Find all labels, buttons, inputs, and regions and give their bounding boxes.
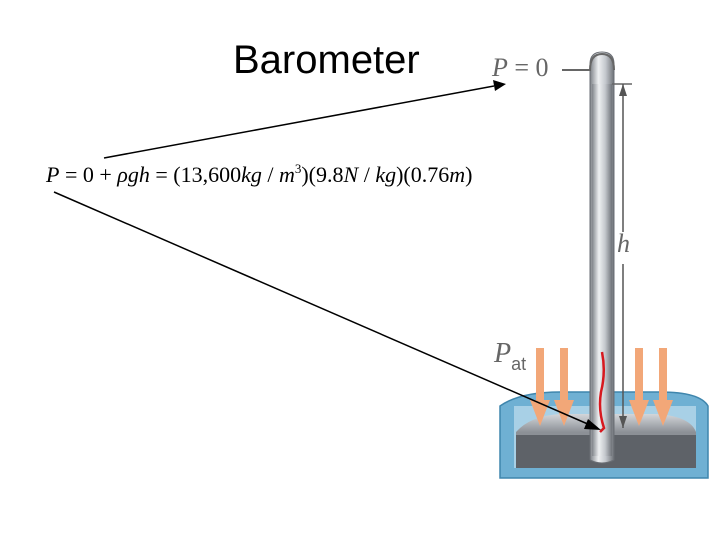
equation-rho-symbol: ρ: [117, 162, 128, 187]
page-title: Barometer: [233, 38, 420, 82]
barometer-tube: [589, 51, 615, 464]
equation-segment: /: [358, 162, 376, 187]
equation-exponent: 3: [294, 161, 302, 176]
equation-segment: )(9.8: [301, 162, 344, 187]
equation-to-dish-pointer: [53, 191, 601, 430]
equation-unit: m: [449, 162, 466, 187]
equation-segment: ): [465, 162, 473, 187]
vacuum-pressure-label: P = 0: [492, 53, 549, 83]
atmospheric-pressure-label: Pat: [494, 338, 527, 374]
red-annotation-stroke: [598, 351, 606, 433]
equation-segment: /: [261, 162, 279, 187]
equation-unit: m: [278, 162, 295, 187]
pressure-arrow: [653, 348, 673, 426]
pressure-equation: P = 0 + ρgh = (13,600kg / m3)(9.8N / kg)…: [46, 160, 472, 190]
height-dimension: [619, 84, 627, 428]
equation-unit: kg: [241, 162, 262, 187]
vacuum-marker: [562, 52, 632, 85]
pressure-subscript: at: [511, 354, 527, 374]
pressure-arrow: [530, 348, 550, 426]
pressure-arrow: [629, 348, 649, 426]
equation-unit: N: [343, 162, 359, 187]
equation-gh: gh: [127, 162, 150, 187]
pressure-symbol: P: [492, 53, 508, 82]
equation-pressure-symbol: P: [46, 162, 60, 187]
equation-unit: kg: [375, 162, 397, 187]
equation-segment: = (13,600: [149, 162, 242, 187]
pressure-symbol: P: [494, 338, 512, 369]
equation-to-vacuum-pointer: [103, 80, 506, 159]
equation-segment: = 0 +: [59, 162, 118, 187]
vacuum-pressure-value: = 0: [507, 53, 549, 82]
height-label: h: [617, 229, 630, 258]
equation-segment: )(0.76: [396, 162, 450, 187]
